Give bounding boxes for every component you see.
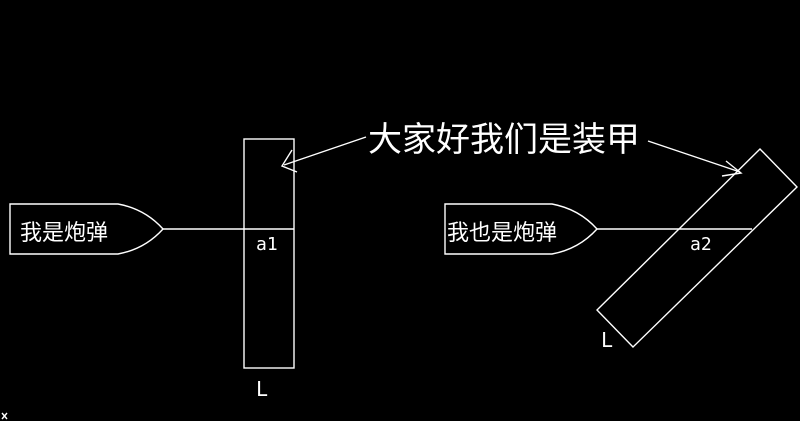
left-angle-label: a1: [256, 234, 278, 255]
left-projectile-label: 我是炮弹: [20, 221, 108, 246]
origin-marker: [1, 412, 8, 420]
diagram-title: 大家好我们是装甲: [368, 120, 640, 160]
right-length-label: L: [601, 328, 613, 352]
right-projectile-shape: [444, 203, 598, 255]
right-armor-plate: [596, 148, 798, 348]
right-projectile-label: 我也是炮弹: [447, 221, 557, 246]
title-arrow-right-head: [721, 160, 743, 177]
left-armor-plate: [243, 138, 295, 369]
title-arrow-right-line: [647, 140, 741, 173]
right-angle-label: a2: [690, 234, 712, 255]
title-arrow-left-line: [283, 136, 367, 166]
title-arrow-left-head: [280, 149, 298, 173]
left-projectile-shape: [9, 203, 164, 255]
left-length-label: L: [256, 377, 268, 401]
